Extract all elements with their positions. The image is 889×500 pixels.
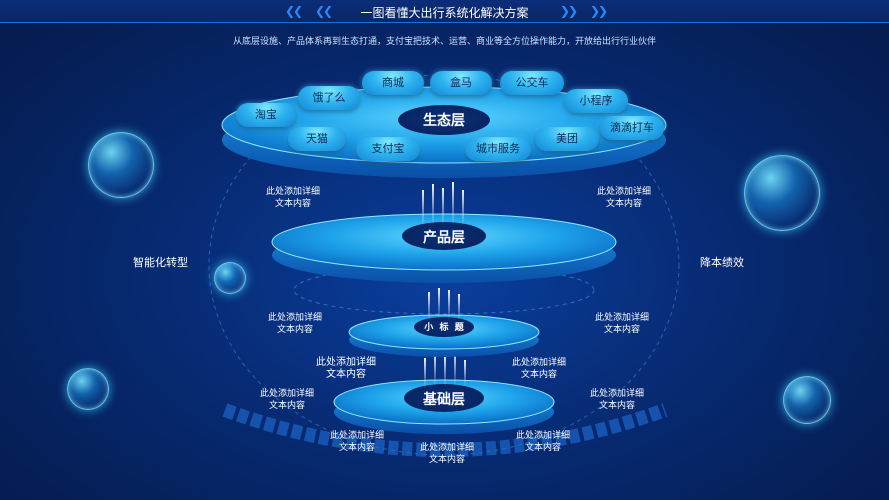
- eco-layer-label: 生态层: [423, 113, 465, 129]
- note-text: 此处添加详细文本内容: [419, 443, 474, 465]
- chevron-left-icon-2: ❮❮: [315, 4, 333, 18]
- bubble-decoration: [88, 132, 154, 198]
- note-text: 此处添加详细文本内容: [316, 357, 376, 380]
- eco-pill-meituan: 美团: [535, 127, 599, 151]
- eco-pill-mall: 商城: [362, 71, 424, 95]
- light-beams-upper: [422, 182, 464, 226]
- product-layer-disc: [271, 213, 617, 283]
- chevron-right-icon-2: ❯❯: [590, 4, 608, 18]
- header-band: [0, 0, 889, 23]
- note-text: 此处添加详细文本内容: [265, 187, 320, 209]
- bubble-decoration: [783, 376, 831, 424]
- chevron-right-icon: ❯❯: [560, 4, 578, 18]
- note-text: 此处添加详细文本内容: [267, 313, 322, 335]
- eco-pill-city-service: 城市服务: [465, 137, 531, 161]
- ground-arc: [222, 403, 668, 457]
- left-side-label: 智能化转型: [133, 256, 188, 269]
- eco-pill-eleme: 饿了么: [298, 86, 360, 110]
- bubble-decoration: [67, 368, 109, 410]
- middle-layer-disc: [348, 314, 540, 357]
- middle-layer-label: 小 标 题: [424, 323, 464, 333]
- note-text: 此处添加详细文本内容: [511, 358, 566, 380]
- eco-pill-miniprogram: 小程序: [564, 89, 628, 113]
- page-subtitle: 从底层设施、产品体系再到生态打通，支付宝把技术、运营、商业等全方位操作能力，开放…: [232, 37, 656, 47]
- note-text: 此处添加详细文本内容: [515, 431, 570, 453]
- eco-pill-hema: 盒马: [430, 71, 492, 95]
- eco-pill-alipay: 支付宝: [356, 137, 420, 161]
- light-beams-middle: [428, 288, 460, 320]
- note-text: 此处添加详细文本内容: [589, 389, 644, 411]
- bubble-decoration: [214, 262, 246, 294]
- chevron-left-icon: ❮❮: [285, 4, 303, 18]
- note-text: 此处添加详细文本内容: [596, 187, 651, 209]
- note-text: 此处添加详细文本内容: [329, 431, 384, 453]
- eco-pill-taobao: 淘宝: [236, 103, 296, 127]
- note-text: 此处添加详细文本内容: [259, 389, 314, 411]
- page-title: 一图看懂大出行系统化解决方案: [360, 6, 529, 20]
- eco-pill-tmall: 天猫: [288, 127, 346, 151]
- eco-pill-bus: 公交车: [500, 71, 564, 95]
- note-text: 此处添加详细文本内容: [594, 313, 649, 335]
- header-bar: ❮❮ ❮❮ ❯❯ ❯❯: [0, 0, 889, 24]
- right-side-label: 降本绩效: [700, 256, 744, 269]
- eco-pill-didi: 滴滴打车: [600, 116, 664, 140]
- product-layer-label: 产品层: [423, 230, 465, 246]
- bubble-decoration: [744, 155, 820, 231]
- light-beams-lower: [424, 350, 466, 388]
- base-layer-label: 基础层: [423, 392, 465, 408]
